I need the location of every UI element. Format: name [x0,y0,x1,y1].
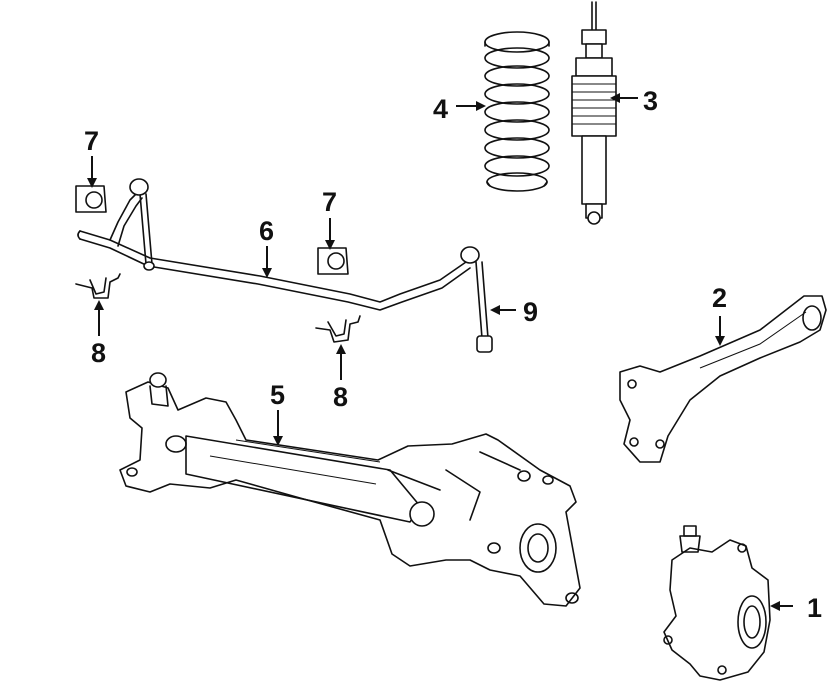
radius-arm[interactable] [619,295,827,463]
axle-housing[interactable] [119,372,581,607]
callout-8-right-label: 8 [333,382,348,412]
callout-leaders [87,93,793,611]
stabilizer-link[interactable] [460,246,493,353]
callout-7-left-label: 7 [84,126,99,156]
callout-3-label: 3 [643,86,658,116]
coil-spring[interactable] [484,31,550,192]
callout-7-right-label: 7 [322,187,337,217]
stabilizer-bushing-left[interactable] [75,185,107,213]
callout-5-label: 5 [270,380,285,410]
stabilizer-bushing-right[interactable] [317,247,349,275]
callout-8-left-label: 8 [91,338,106,368]
callout-1-label: 1 [807,593,822,623]
callout-2-label: 2 [712,283,727,313]
callout-4-label: 4 [433,94,448,124]
shock-absorber[interactable] [571,1,617,225]
callout-6-label: 6 [259,216,274,246]
stabilizer-bracket-left[interactable] [75,273,121,299]
stabilizer-bar[interactable] [77,178,471,311]
steering-knuckle[interactable] [663,525,771,681]
stabilizer-bracket-right[interactable] [315,315,361,343]
callout-9-label: 9 [523,297,538,327]
